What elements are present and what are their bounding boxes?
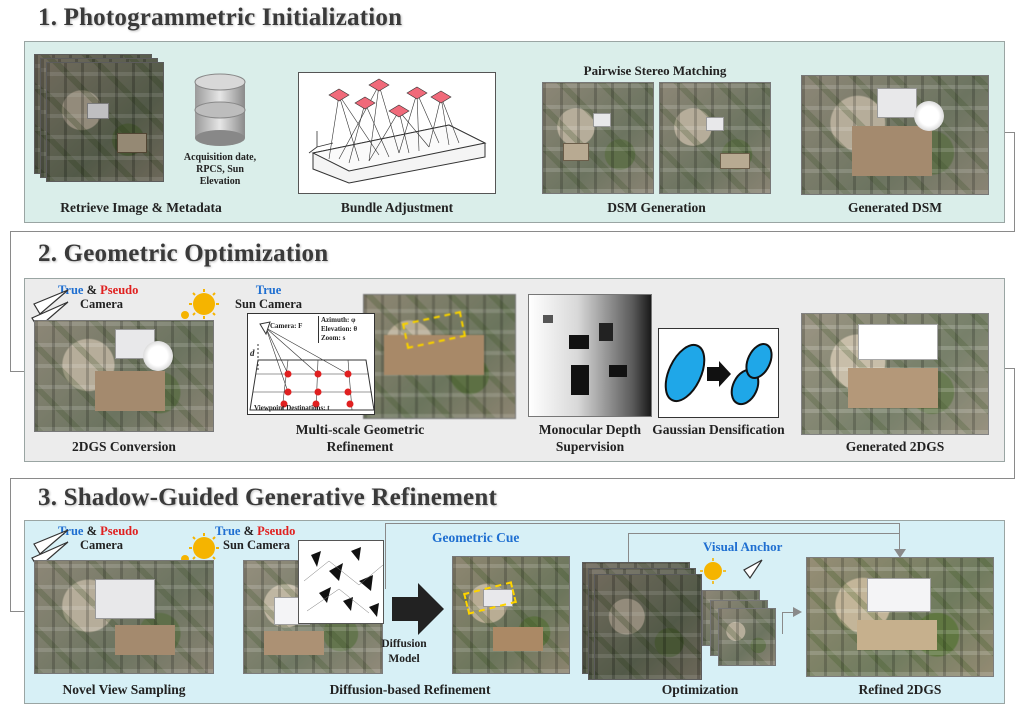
sun-camera-label: True Sun Camera — [235, 283, 302, 311]
azimuth-label: Azimuth: φ — [321, 316, 356, 324]
bundle-adjustment-diagram — [298, 72, 496, 194]
caption-multiscale-refinement: Multi-scale Geometric Refinement — [295, 422, 425, 454]
arrow-down-icon — [894, 549, 906, 558]
sun-camera-text: Sun Camera — [235, 297, 303, 311]
diagram-d-label: d — [250, 348, 255, 358]
satellite-image-stack-front — [46, 62, 164, 182]
connector-line — [385, 523, 900, 524]
connector-line — [10, 231, 1006, 232]
true-label: True — [255, 283, 282, 297]
database-icon — [194, 73, 246, 146]
metadata-label: Acquisition date, RPCS, Sun Elevation — [183, 152, 257, 187]
stereo-image-right — [659, 82, 771, 194]
connector-line — [10, 611, 30, 612]
connector-line — [10, 371, 30, 372]
pseudo-label: Pseudo — [100, 524, 139, 538]
camera-frustum-icon — [743, 559, 763, 580]
pseudo-label: Pseudo — [100, 283, 139, 297]
generated-2dgs-image — [801, 313, 989, 435]
generated-dsm-image — [801, 75, 989, 195]
connector-line — [899, 523, 900, 553]
stereo-image-left — [542, 82, 654, 194]
caption-dsm-generation: DSM Generation — [607, 200, 706, 215]
caption-refined-2dgs: Refined 2DGS — [858, 682, 942, 697]
caption-generated-dsm: Generated DSM — [847, 200, 943, 215]
shadow-mask-image — [298, 540, 384, 624]
refined-2dgs-image — [806, 557, 994, 677]
caption-optimization: Optimization — [661, 682, 739, 697]
geometric-cue-label: Geometric Cue — [432, 530, 520, 545]
arrow-right-icon — [392, 583, 444, 635]
caption-bundle-adjustment: Bundle Adjustment — [340, 200, 454, 215]
connector-line — [1005, 132, 1015, 232]
2dgs-conversion-image — [34, 320, 214, 432]
refinement-render-image — [363, 294, 516, 419]
connector-line — [10, 478, 11, 612]
true-label: True — [215, 524, 241, 538]
connector-line — [628, 533, 900, 534]
camera-label: Camera — [80, 538, 124, 552]
zoom-label: Zoom: s — [321, 334, 346, 342]
section-3-title: 3. Shadow-Guided Generative Refinement — [38, 484, 497, 511]
sun-icon — [181, 289, 219, 319]
connector-line — [628, 533, 629, 563]
novel-view-image — [34, 560, 214, 674]
caption-retrieve-image: Retrieve Image & Metadata — [60, 200, 222, 215]
visual-anchor-label: Visual Anchor — [703, 539, 783, 554]
optimization-image-front — [594, 574, 702, 680]
connector-line — [1005, 368, 1015, 479]
true-label: True — [58, 524, 84, 538]
caption-diffusion-refinement: Diffusion-based Refinement — [329, 682, 491, 697]
amp-label: & — [86, 283, 98, 297]
elevation-label: Elevation: θ — [321, 325, 358, 333]
diagram-camera-label: Camera: F — [270, 322, 303, 330]
sun-camera-label: True & Pseudo Sun Camera — [215, 524, 295, 552]
anchor-image-3 — [718, 608, 776, 666]
sun-camera-text: Sun Camera — [223, 538, 291, 552]
connector-line — [782, 612, 783, 634]
caption-novel-view-sampling: Novel View Sampling — [62, 682, 186, 697]
diagram-params: Azimuth: φ Elevation: θ Zoom: s — [318, 316, 357, 343]
diffusion-model-label: Diffusion Model — [381, 638, 427, 665]
section-1-title: 1. Photogrammetric Initialization — [38, 4, 403, 31]
diagram-viewpoints-label: Viewpoint Destinations: t — [254, 404, 330, 412]
highlight-box — [463, 581, 517, 615]
depth-map-image — [528, 294, 652, 417]
connector-line — [10, 231, 11, 372]
arrow-right-icon — [793, 607, 802, 617]
stereo-matching-label: Pairwise Stereo Matching — [583, 63, 727, 78]
pseudo-label: Pseudo — [257, 524, 296, 538]
caption-2dgs-conversion: 2DGS Conversion — [72, 439, 176, 454]
connector-line — [782, 612, 796, 613]
sun-icon — [700, 558, 726, 584]
refined-render-image — [452, 556, 570, 674]
section-2-title: 2. Geometric Optimization — [38, 240, 329, 267]
viewpoint-sampling-diagram: Camera: F Azimuth: φ Elevation: θ Zoom: … — [247, 313, 375, 415]
densification-diagram — [658, 328, 779, 418]
camera-label: Camera — [80, 297, 124, 311]
caption-depth-supervision: Monocular Depth Supervision — [538, 422, 642, 454]
camera-type-label: True & Pseudo Camera — [58, 524, 138, 552]
connector-line — [385, 523, 386, 589]
caption-gaussian-densification: Gaussian Densification — [652, 422, 785, 437]
amp-label: & — [86, 524, 98, 538]
amp-label: & — [243, 524, 255, 538]
connector-line — [10, 478, 1006, 479]
caption-generated-2dgs: Generated 2DGS — [845, 439, 945, 454]
